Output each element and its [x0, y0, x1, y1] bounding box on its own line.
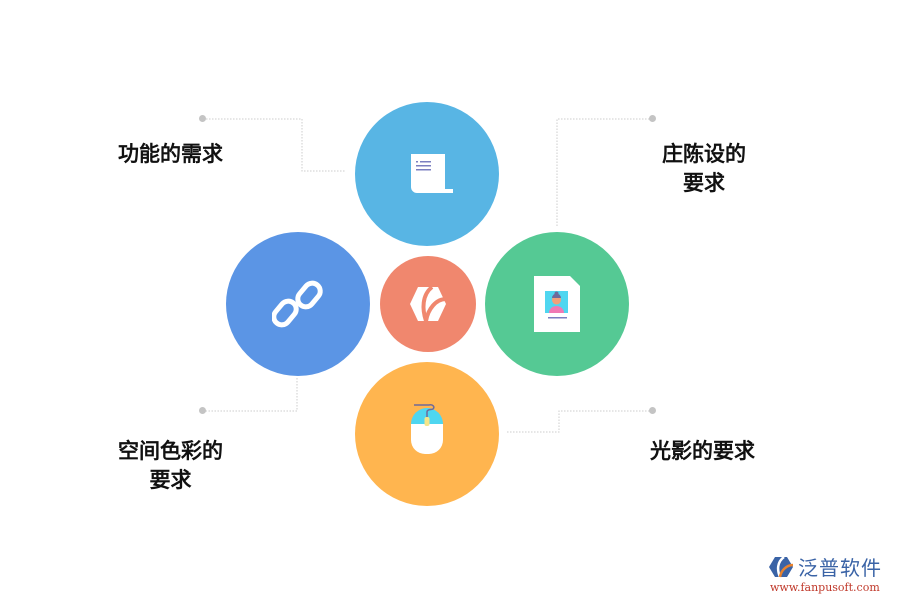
connector-dot-top-right: [649, 115, 656, 122]
connector-dot-bottom-right: [649, 407, 656, 414]
label-line: 庄陈设的: [662, 142, 746, 166]
node-bottom-circle: [355, 362, 499, 506]
watermark-url: www.fanpusoft.com: [770, 581, 880, 594]
node-top-circle: [355, 102, 499, 246]
node-right-circle: [485, 232, 629, 376]
watermark-logo: 泛普软件 www.fanpusoft.com: [768, 552, 882, 594]
label-functional-requirements: 功能的需求: [118, 140, 223, 169]
label-line: 要求: [149, 468, 192, 492]
link-chain-icon: [272, 280, 323, 328]
node-left-circle: [226, 232, 370, 376]
connector-dot-bottom-left: [199, 407, 206, 414]
center-circle: [380, 256, 476, 352]
label-space-color-requirements: 空间色彩的 要求: [118, 437, 223, 495]
label-line: 空间色彩的: [118, 439, 223, 463]
label-furnishing-requirements: 庄陈设的 要求: [662, 140, 746, 198]
mouse-icon: [411, 404, 443, 454]
label-lighting-requirements: 光影的要求: [650, 437, 755, 466]
fanpu-logo-icon: [769, 555, 794, 577]
label-line: 要求: [683, 171, 725, 195]
scroll-document-icon: [403, 154, 453, 193]
label-line: 功能的需求: [118, 142, 223, 166]
label-line: 光影的要求: [650, 439, 755, 463]
watermark-name: 泛普软件: [798, 556, 882, 580]
brand-logo-icon: [410, 285, 447, 322]
connector-dot-top-left: [199, 115, 206, 122]
id-photo-file-icon: [534, 276, 580, 332]
